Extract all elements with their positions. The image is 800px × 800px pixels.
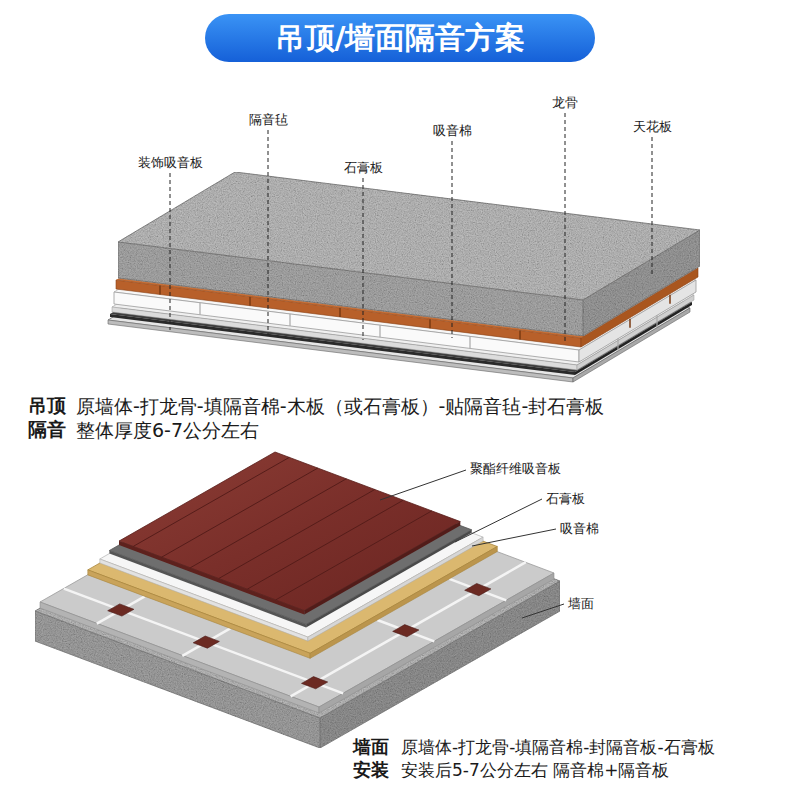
leader-lines [380, 470, 564, 618]
plank-line [247, 500, 403, 589]
seam [656, 315, 657, 327]
keel-gap [519, 330, 521, 339]
seam [199, 303, 200, 315]
seam [97, 596, 145, 623]
part-label: 龙骨 [552, 95, 578, 111]
leader-line [565, 113, 566, 341]
part-label: 石膏板 [546, 491, 585, 507]
wood-edge [304, 522, 460, 615]
thickness-note: 整体厚度6-7公分左右 [76, 419, 259, 442]
seam [377, 620, 434, 641]
leader-line [268, 130, 269, 335]
part-label: 隔音毡 [249, 112, 288, 128]
keel-gap [669, 295, 671, 304]
plank-line [162, 468, 318, 557]
seam [379, 325, 380, 337]
plank-line [190, 479, 346, 568]
rubber-pad [465, 584, 491, 596]
leader-line [363, 178, 364, 340]
process-note: 原墙体-打龙骨-填隔音棉-封隔音板-石膏板 [401, 737, 715, 757]
leader-line [380, 470, 466, 500]
section-heading: 墙面 [353, 736, 389, 758]
part-label: 天花板 [633, 119, 672, 135]
wood-planks [133, 457, 432, 600]
ceiling-slab-face [118, 242, 583, 336]
part-label: 石膏板 [344, 160, 383, 176]
ceiling-slab-face [583, 230, 700, 336]
plank-line [133, 457, 289, 546]
keel-gap [429, 319, 431, 328]
leader-line [170, 173, 171, 330]
part-label: 聚酯纤维吸音板 [470, 461, 561, 477]
keel-gap [249, 297, 251, 306]
part-label: 吸音棉 [433, 123, 472, 139]
wood-board [119, 452, 460, 611]
plank-line [276, 511, 432, 600]
leader-lines [170, 113, 652, 341]
leader-line [472, 529, 556, 546]
seam [469, 336, 470, 348]
thickness-note: 安装后5-7公分左右 隔音棉+隔音板 [401, 760, 669, 780]
rubber-pad [108, 604, 134, 616]
section-heading: 安装 [353, 759, 389, 781]
seam [289, 314, 290, 326]
rubber-pad [393, 625, 419, 637]
rubber-pad [193, 636, 219, 648]
part-label: 装饰吸音板 [138, 155, 203, 171]
leader-line [652, 137, 653, 275]
keel-gap [339, 308, 341, 317]
plank-line [219, 490, 375, 579]
section-heading: 吊顶 [28, 394, 66, 417]
leader-line [455, 499, 542, 542]
keel-gap [629, 319, 631, 328]
rubber-pad [302, 677, 328, 689]
section-heading: 隔音 [28, 418, 66, 441]
leader-line [522, 604, 564, 618]
part-label: 吸音棉 [560, 521, 599, 537]
leader-line [452, 141, 453, 338]
seam [182, 628, 230, 655]
process-note: 原墙体-打龙骨-填隔音棉-木板（或石膏板）-贴隔音毡-封石膏板 [76, 395, 604, 418]
seam [449, 579, 506, 600]
title-text: 吊顶/墙面隔音方案 [275, 20, 526, 56]
seam [617, 339, 618, 351]
ceiling-illustration [108, 113, 700, 382]
wood-edge [119, 541, 304, 615]
wall-illustration [35, 452, 564, 748]
title-banner [205, 14, 595, 62]
part-label: 墙面 [568, 596, 594, 612]
keel-gap [159, 286, 161, 295]
